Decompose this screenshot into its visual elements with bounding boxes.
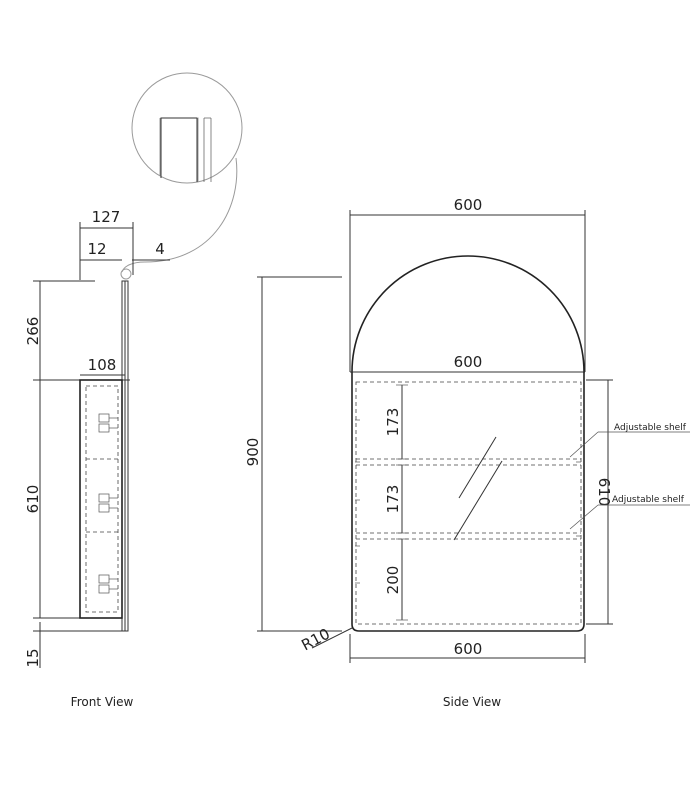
hinge-icon (98, 413, 118, 433)
dim-depth-door: 12 (87, 240, 106, 258)
shelf-note-1: Adjustable shelf (614, 423, 687, 433)
dim-shelf-3: 200 (384, 566, 402, 595)
dim-body-height-side: 610 (595, 478, 613, 507)
front-view: 127 12 4 108 (24, 208, 170, 709)
dim-width-top: 600 (454, 196, 483, 214)
shelf-note-2: Adjustable shelf (612, 495, 685, 505)
side-view: 600 600 900 (244, 196, 690, 709)
dim-shelf-1: 173 (384, 408, 402, 437)
dim-arch-height: 266 (24, 317, 42, 346)
dim-width-mid: 600 (454, 353, 483, 371)
hinge-icon (98, 574, 118, 594)
hinge-icon (98, 493, 118, 513)
dim-body-height: 610 (24, 485, 42, 514)
dim-shelf-2: 173 (384, 485, 402, 514)
detail-callout (120, 72, 243, 280)
side-view-label: Side View (443, 695, 501, 709)
dim-depth-body: 108 (88, 356, 117, 374)
dim-depth-total: 127 (92, 208, 121, 226)
dim-bottom: 15 (24, 648, 42, 667)
shelf-pin-icon (355, 419, 581, 584)
dim-gap: 4 (155, 240, 165, 258)
dim-height-total: 900 (244, 438, 262, 467)
dim-width-bottom: 600 (454, 640, 483, 658)
front-view-label: Front View (71, 695, 134, 709)
dim-corner-radius: R10 (298, 625, 333, 655)
